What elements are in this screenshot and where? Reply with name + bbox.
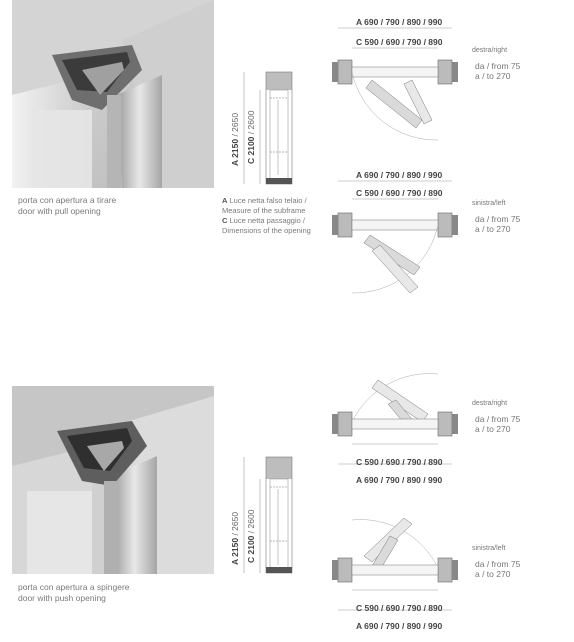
elevation-height-a: A 2150 / 2650 — [230, 113, 240, 166]
plan-push-left — [330, 517, 470, 613]
dim-a-text: A 690 / 790 / 890 / 990 — [356, 475, 443, 485]
dim-c-text: C 590 / 690 / 790 / 890 — [356, 603, 443, 613]
plan-dim-a: A 690 / 790 / 890 / 990 — [356, 17, 442, 27]
plan-pull-right — [330, 20, 470, 150]
pull-door-caption: porta con apertura a tirare door with pu… — [18, 195, 116, 217]
push-door-elevation — [230, 455, 310, 580]
push-door-caption: porta con apertura a spingere door with … — [18, 582, 130, 604]
height-c-alt: / 2600 — [246, 509, 256, 536]
plan-dim-a: A 690 / 790 / 890 / 990 — [356, 475, 442, 485]
plan-range: da / from 75 a / to 270 — [475, 414, 520, 434]
range-from: da / from 75 — [475, 414, 521, 424]
plan-dim-c: C 590 / 690 / 790 / 890 — [356, 603, 442, 613]
height-a-alt: / 2650 — [230, 112, 240, 139]
plan-dim-c: C 590 / 690 / 790 / 890 — [356, 457, 442, 467]
legend-c-text: Luce netta passaggio / Dimensions of the… — [222, 216, 311, 235]
caption-english: door with push opening — [18, 593, 106, 603]
caption-italian: porta con apertura a tirare — [18, 195, 117, 205]
dim-c-text: C 590 / 690 / 790 / 890 — [356, 37, 443, 47]
height-c-value: C 2100 — [246, 535, 256, 563]
legend-a-letter: A — [222, 196, 228, 205]
pull-door-elevation — [230, 70, 310, 190]
legend-a: A Luce netta falso telaio / Measure of t… — [222, 196, 312, 215]
dim-a-text: A 690 / 790 / 890 / 990 — [356, 621, 443, 631]
elevation-height-c: C 2100 / 2600 — [246, 510, 256, 563]
push-door-photo — [12, 386, 214, 574]
elevation-height-c: C 2100 / 2600 — [246, 111, 256, 164]
range-to: a / to 270 — [475, 71, 511, 81]
plan-range: da / from 75 a / to 270 — [475, 61, 520, 81]
dim-c-text: C 590 / 690 / 790 / 890 — [356, 457, 443, 467]
caption-italian: porta con apertura a spingere — [18, 582, 130, 592]
range-from: da / from 75 — [475, 61, 521, 71]
height-a-value: A 2150 — [230, 537, 240, 565]
plan-push-right — [330, 372, 470, 467]
height-a-value: A 2150 — [230, 138, 240, 166]
plan-dim-c: C 590 / 690 / 790 / 890 — [356, 188, 442, 198]
plan-side-label: sinistra/left — [472, 200, 506, 207]
plan-side-label: sinistra/left — [472, 545, 506, 552]
plan-dim-a: A 690 / 790 / 890 / 990 — [356, 170, 442, 180]
pull-door-photo — [12, 0, 214, 188]
caption-english: door with pull opening — [18, 206, 101, 216]
range-to: a / to 270 — [475, 224, 511, 234]
range-to: a / to 270 — [475, 569, 511, 579]
dim-a-text: A 690 / 790 / 890 / 990 — [356, 17, 443, 27]
plan-range: da / from 75 a / to 270 — [475, 559, 520, 579]
plan-side-label: destra/right — [472, 47, 508, 54]
height-c-alt: / 2600 — [246, 110, 256, 137]
elevation-height-a: A 2150 / 2650 — [230, 512, 240, 565]
plan-range: da / from 75 a / to 270 — [475, 214, 520, 234]
range-from: da / from 75 — [475, 559, 521, 569]
plan-dim-c: C 590 / 690 / 790 / 890 — [356, 37, 442, 47]
legend-a-text: Luce netta falso telaio / Measure of the… — [222, 196, 307, 215]
legend-c-letter: C — [222, 216, 228, 225]
dim-a-text: A 690 / 790 / 890 / 990 — [356, 170, 443, 180]
plan-pull-left — [330, 175, 470, 305]
dimension-legend: A Luce netta falso telaio / Measure of t… — [222, 196, 312, 235]
height-a-alt: / 2650 — [230, 511, 240, 538]
range-from: da / from 75 — [475, 214, 521, 224]
dim-c-text: C 590 / 690 / 790 / 890 — [356, 188, 443, 198]
height-c-value: C 2100 — [246, 136, 256, 164]
plan-dim-a: A 690 / 790 / 890 / 990 — [356, 621, 442, 631]
legend-c: C Luce netta passaggio / Dimensions of t… — [222, 216, 312, 235]
range-to: a / to 270 — [475, 424, 511, 434]
plan-side-label: destra/right — [472, 400, 508, 407]
